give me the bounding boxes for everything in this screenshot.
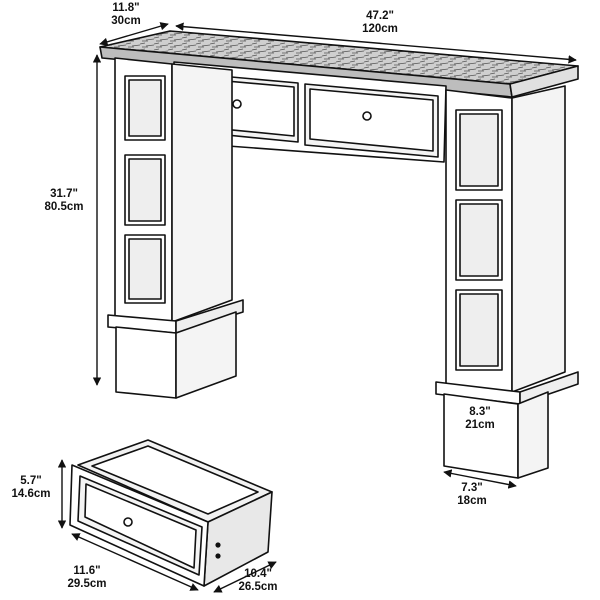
drawer-height-inches: 5.7" <box>20 475 42 487</box>
console-table <box>99 30 579 479</box>
height-centimeters: 80.5cm <box>44 201 84 213</box>
drawer-height-centimeters: 14.6cm <box>11 488 51 500</box>
width-centimeters: 120cm <box>362 23 398 35</box>
drawer-depth-line <box>213 561 277 593</box>
drawer-knob-icon <box>123 517 133 527</box>
height-label: 31.7" 80.5cm <box>36 188 92 214</box>
width-label: 47.2" 120cm <box>350 10 410 36</box>
base-depth-line <box>443 469 517 489</box>
drawer-width-centimeters: 29.5cm <box>67 578 107 590</box>
drawer-width-label: 11.6" 29.5cm <box>60 565 114 591</box>
right-pedestal <box>435 85 579 479</box>
depth-line <box>99 22 169 46</box>
drawer-width-inches: 11.6" <box>73 565 101 577</box>
depth-centimeters: 30cm <box>111 15 141 27</box>
left-pedestal <box>107 57 244 399</box>
dimension-lines <box>57 22 577 593</box>
depth-inches: 11.8" <box>112 2 140 14</box>
drawer-depth-centimeters: 26.5cm <box>238 581 278 593</box>
drawer-height-label: 5.7" 14.6cm <box>4 475 58 501</box>
drawer-rail-screw-icon <box>215 553 221 559</box>
drawer-depth-inches: 10.4" <box>244 568 272 580</box>
width-inches: 47.2" <box>366 10 394 22</box>
base-depth-label: 7.3" 18cm <box>452 482 492 508</box>
base-depth-inches: 7.3" <box>461 482 483 494</box>
drawer-knob-icon <box>362 111 372 121</box>
drawer-depth-label: 10.4" 26.5cm <box>230 568 286 594</box>
height-inches: 31.7" <box>50 188 78 200</box>
depth-label: 11.8" 30cm <box>103 2 149 28</box>
base-depth-centimeters: 18cm <box>457 495 487 507</box>
drawer-right <box>304 83 439 158</box>
drawer-knob-icon <box>232 99 242 109</box>
base-width-centimeters: 21cm <box>465 419 495 431</box>
base-width-label: 8.3" 21cm <box>458 406 502 432</box>
base-width-inches: 8.3" <box>469 406 491 418</box>
width-line <box>175 22 577 64</box>
drawer-width-line <box>71 533 199 591</box>
drawer-rail-screw-icon <box>215 542 221 548</box>
